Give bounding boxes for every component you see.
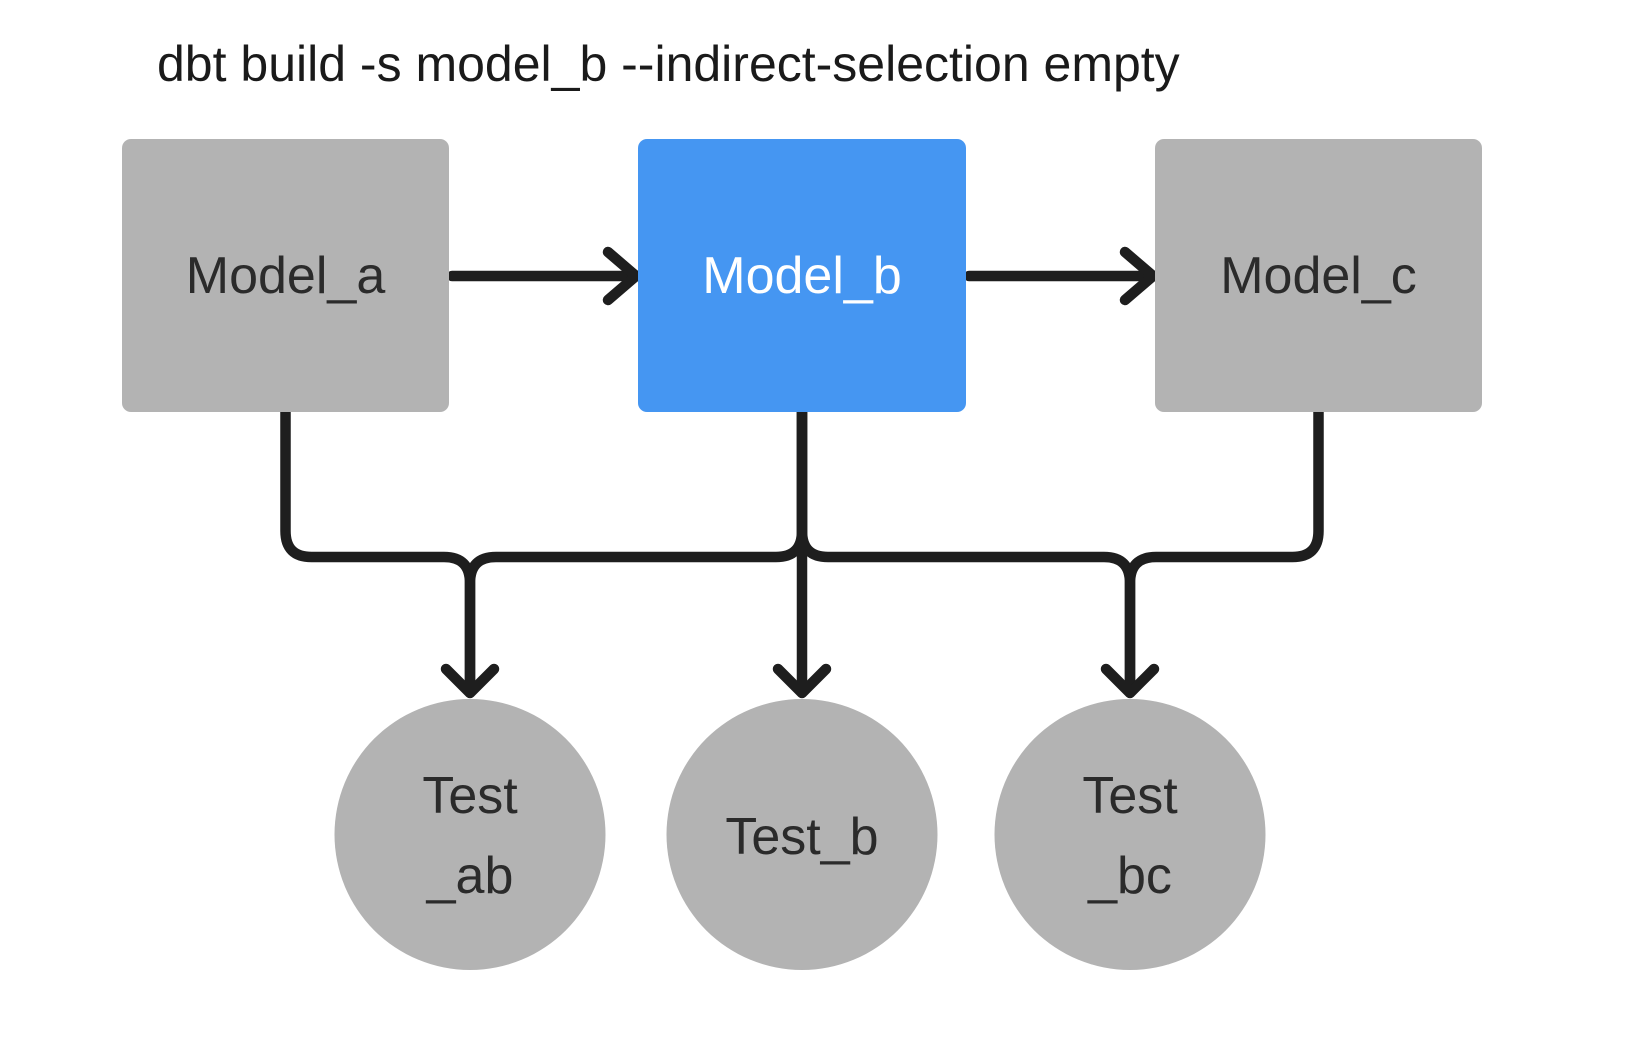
test-b-label: Test_b (725, 808, 878, 866)
test-b-circle (666, 699, 938, 970)
edge-line (464, 406, 808, 696)
test-bc-label-line2: _bc (1087, 847, 1172, 905)
edge-model-c-to-test-bc (1124, 406, 1324, 696)
test-ab-label-line1: Test (422, 767, 518, 825)
test-ab-node: Test _ab (334, 699, 606, 970)
test-bc-node: Test _bc (994, 699, 1266, 970)
test-ab-label-line2: _ab (426, 847, 514, 905)
edge-model-b-to-model-c (963, 246, 1159, 306)
model-c-box (1155, 139, 1482, 412)
edge-model-b-to-test-ab (464, 406, 808, 696)
edge-model-b-to-test-bc (796, 406, 1136, 696)
arrow-right-icon (602, 246, 642, 306)
model-c-label: Model_c (1220, 247, 1417, 305)
edge-model-a-to-test-ab (280, 406, 476, 696)
test-bc-label-line1: Test (1082, 767, 1178, 825)
model-c-node: Model_c (1155, 139, 1482, 412)
arrow-down-icon (440, 663, 500, 699)
model-b-label: Model_b (702, 247, 901, 305)
arrow-right-icon (1119, 246, 1159, 306)
test-bc-circle (994, 699, 1266, 970)
test-b-node: Test_b (666, 699, 938, 970)
edge-line (796, 406, 1136, 696)
model-b-box (638, 139, 966, 412)
arrow-down-icon (772, 663, 832, 699)
model-a-label: Model_a (186, 247, 386, 305)
model-a-box (122, 139, 449, 412)
test-ab-circle (334, 699, 606, 970)
model-b-node-selected: Model_b (638, 139, 966, 412)
edge-line (280, 406, 476, 696)
model-a-node: Model_a (122, 139, 449, 412)
diagram-title: dbt build -s model_b --indirect-selectio… (157, 36, 1180, 92)
arrow-down-icon (1100, 663, 1160, 699)
edge-model-a-to-model-b (446, 246, 642, 306)
edge-line (1124, 406, 1324, 696)
